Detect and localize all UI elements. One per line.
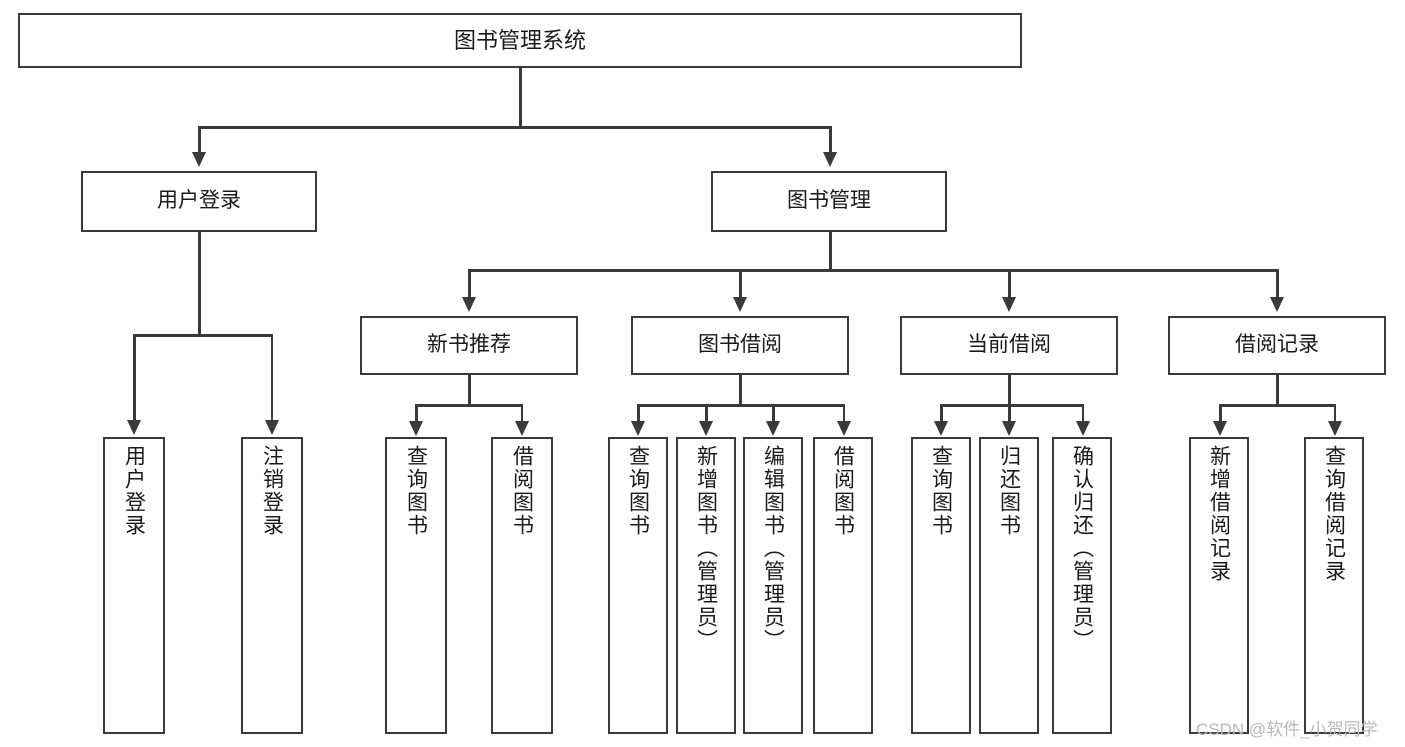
arrowhead-book-borrow-leaf-1 — [699, 421, 713, 436]
node-label: 查询借阅记录 — [1322, 445, 1346, 583]
arrowhead-book-borrow-leaf-3 — [837, 421, 851, 436]
node-label: 查询图书 — [929, 445, 953, 537]
leaf-new-book-recommend-0[interactable]: 查询图书 — [385, 437, 447, 734]
node-borrow-record[interactable]: 借阅记录 — [1168, 316, 1386, 375]
node-label: 新增借阅记录 — [1207, 445, 1231, 583]
leaf-user-login-1[interactable]: 注销登录 — [241, 437, 303, 734]
edge-book-borrow-bar — [637, 404, 845, 407]
arrowhead-current-borrow-leaf-0 — [934, 421, 948, 436]
node-label: 借阅记录 — [1235, 333, 1319, 357]
node-label: 新增图书（管理员） — [694, 445, 718, 652]
leaf-current-borrow-2[interactable]: 确认归还（管理员） — [1052, 437, 1112, 734]
node-label: 新书推荐 — [427, 333, 511, 357]
node-current-borrow[interactable]: 当前借阅 — [900, 316, 1118, 375]
leaf-borrow-record-1[interactable]: 查询借阅记录 — [1304, 437, 1364, 734]
node-label: 查询图书 — [626, 445, 650, 537]
node-label: 确认归还（管理员） — [1070, 445, 1094, 652]
leaf-book-borrow-1[interactable]: 新增图书（管理员） — [676, 437, 736, 734]
node-label: 用户登录 — [122, 445, 146, 537]
arrowhead-l3-0 — [462, 297, 476, 312]
edge-book-manage-to-l3-0 — [468, 269, 471, 299]
edge-root-stem — [519, 68, 522, 128]
node-label: 借阅图书 — [510, 445, 534, 537]
node-label: 借阅图书 — [831, 445, 855, 537]
edge-book-manage-to-l3-3 — [1276, 269, 1279, 299]
edge-borrow-record-stem — [1276, 375, 1279, 406]
edge-root-to-user-login — [198, 126, 201, 154]
edge-borrow-record-to-leaf-0 — [1219, 404, 1222, 423]
leaf-book-borrow-3[interactable]: 借阅图书 — [813, 437, 873, 734]
arrowhead-user-login-leaf-0 — [127, 420, 141, 435]
node-label: 用户登录 — [157, 189, 241, 213]
edge-borrow-record-to-leaf-1 — [1333, 404, 1336, 423]
leaf-current-borrow-1[interactable]: 归还图书 — [979, 437, 1039, 734]
node-label: 图书借阅 — [698, 333, 782, 357]
node-book-management[interactable]: 图书管理 — [711, 171, 947, 232]
node-user-login[interactable]: 用户登录 — [81, 171, 317, 232]
edge-current-borrow-to-leaf-2 — [1081, 404, 1084, 423]
edge-book-manage-to-l3-2 — [1008, 269, 1011, 299]
edge-book-manage-bar — [468, 269, 1278, 272]
edge-book-manage-stem — [829, 232, 832, 271]
arrowhead-l3-3 — [1270, 297, 1284, 312]
arrowhead-l3-2 — [1002, 297, 1016, 312]
arrowhead-user-login-leaf-1 — [265, 420, 279, 435]
arrowhead-borrow-record-leaf-0 — [1213, 421, 1227, 436]
edge-user-login-bar — [133, 334, 273, 337]
node-new-book-recommend[interactable]: 新书推荐 — [360, 316, 578, 375]
arrowhead-borrow-record-leaf-1 — [1328, 421, 1342, 436]
arrowhead-new-book-leaf-1 — [515, 421, 529, 436]
arrowhead-current-borrow-leaf-1 — [1002, 421, 1016, 436]
edge-new-book-stem — [468, 375, 471, 406]
edge-book-borrow-to-leaf-1 — [705, 404, 708, 423]
edge-new-book-to-leaf-1 — [520, 404, 523, 423]
edge-new-book-to-leaf-0 — [415, 404, 418, 423]
arrowhead-book-borrow-leaf-0 — [631, 421, 645, 436]
edge-new-book-bar — [415, 404, 523, 407]
node-label: 查询图书 — [404, 445, 428, 537]
edge-current-borrow-bar — [940, 404, 1084, 407]
edge-borrow-record-bar — [1219, 404, 1336, 407]
edge-current-borrow-to-leaf-0 — [940, 404, 943, 423]
leaf-user-login-0[interactable]: 用户登录 — [103, 437, 165, 734]
edge-book-borrow-to-leaf-2 — [772, 404, 775, 423]
edge-current-borrow-to-leaf-1 — [1008, 404, 1011, 423]
node-label: 当前借阅 — [967, 333, 1051, 357]
edge-book-manage-to-l3-1 — [739, 269, 742, 299]
leaf-book-borrow-0[interactable]: 查询图书 — [608, 437, 668, 734]
node-label: 编辑图书（管理员） — [761, 445, 785, 652]
edge-book-borrow-to-leaf-0 — [637, 404, 640, 423]
arrowhead-current-borrow-leaf-2 — [1076, 421, 1090, 436]
edge-book-borrow-to-leaf-3 — [842, 404, 845, 423]
edge-user-login-stem — [198, 232, 201, 335]
edge-root-bar — [198, 126, 832, 129]
leaf-book-borrow-2[interactable]: 编辑图书（管理员） — [743, 437, 803, 734]
arrowhead-l3-1 — [733, 297, 747, 312]
node-root-system[interactable]: 图书管理系统 — [18, 13, 1022, 68]
edge-root-to-book-manage — [829, 126, 832, 154]
arrowhead-new-book-leaf-0 — [409, 421, 423, 436]
leaf-current-borrow-0[interactable]: 查询图书 — [911, 437, 971, 734]
node-book-borrow[interactable]: 图书借阅 — [631, 316, 849, 375]
node-label: 图书管理系统 — [453, 27, 586, 53]
node-label: 归还图书 — [997, 445, 1021, 537]
edge-current-borrow-stem — [1008, 375, 1011, 406]
arrowhead-book-borrow-leaf-2 — [766, 421, 780, 436]
edge-book-borrow-stem — [739, 375, 742, 406]
arrowhead-root-to-book-manage — [823, 152, 837, 167]
node-label: 图书管理 — [787, 189, 871, 213]
leaf-new-book-recommend-1[interactable]: 借阅图书 — [491, 437, 553, 734]
edge-user-login-to-leaf-1 — [270, 334, 273, 422]
edge-user-login-to-leaf-0 — [133, 334, 136, 422]
node-label: 注销登录 — [260, 445, 284, 537]
arrowhead-root-to-user-login — [192, 152, 206, 167]
leaf-borrow-record-0[interactable]: 新增借阅记录 — [1189, 437, 1249, 734]
